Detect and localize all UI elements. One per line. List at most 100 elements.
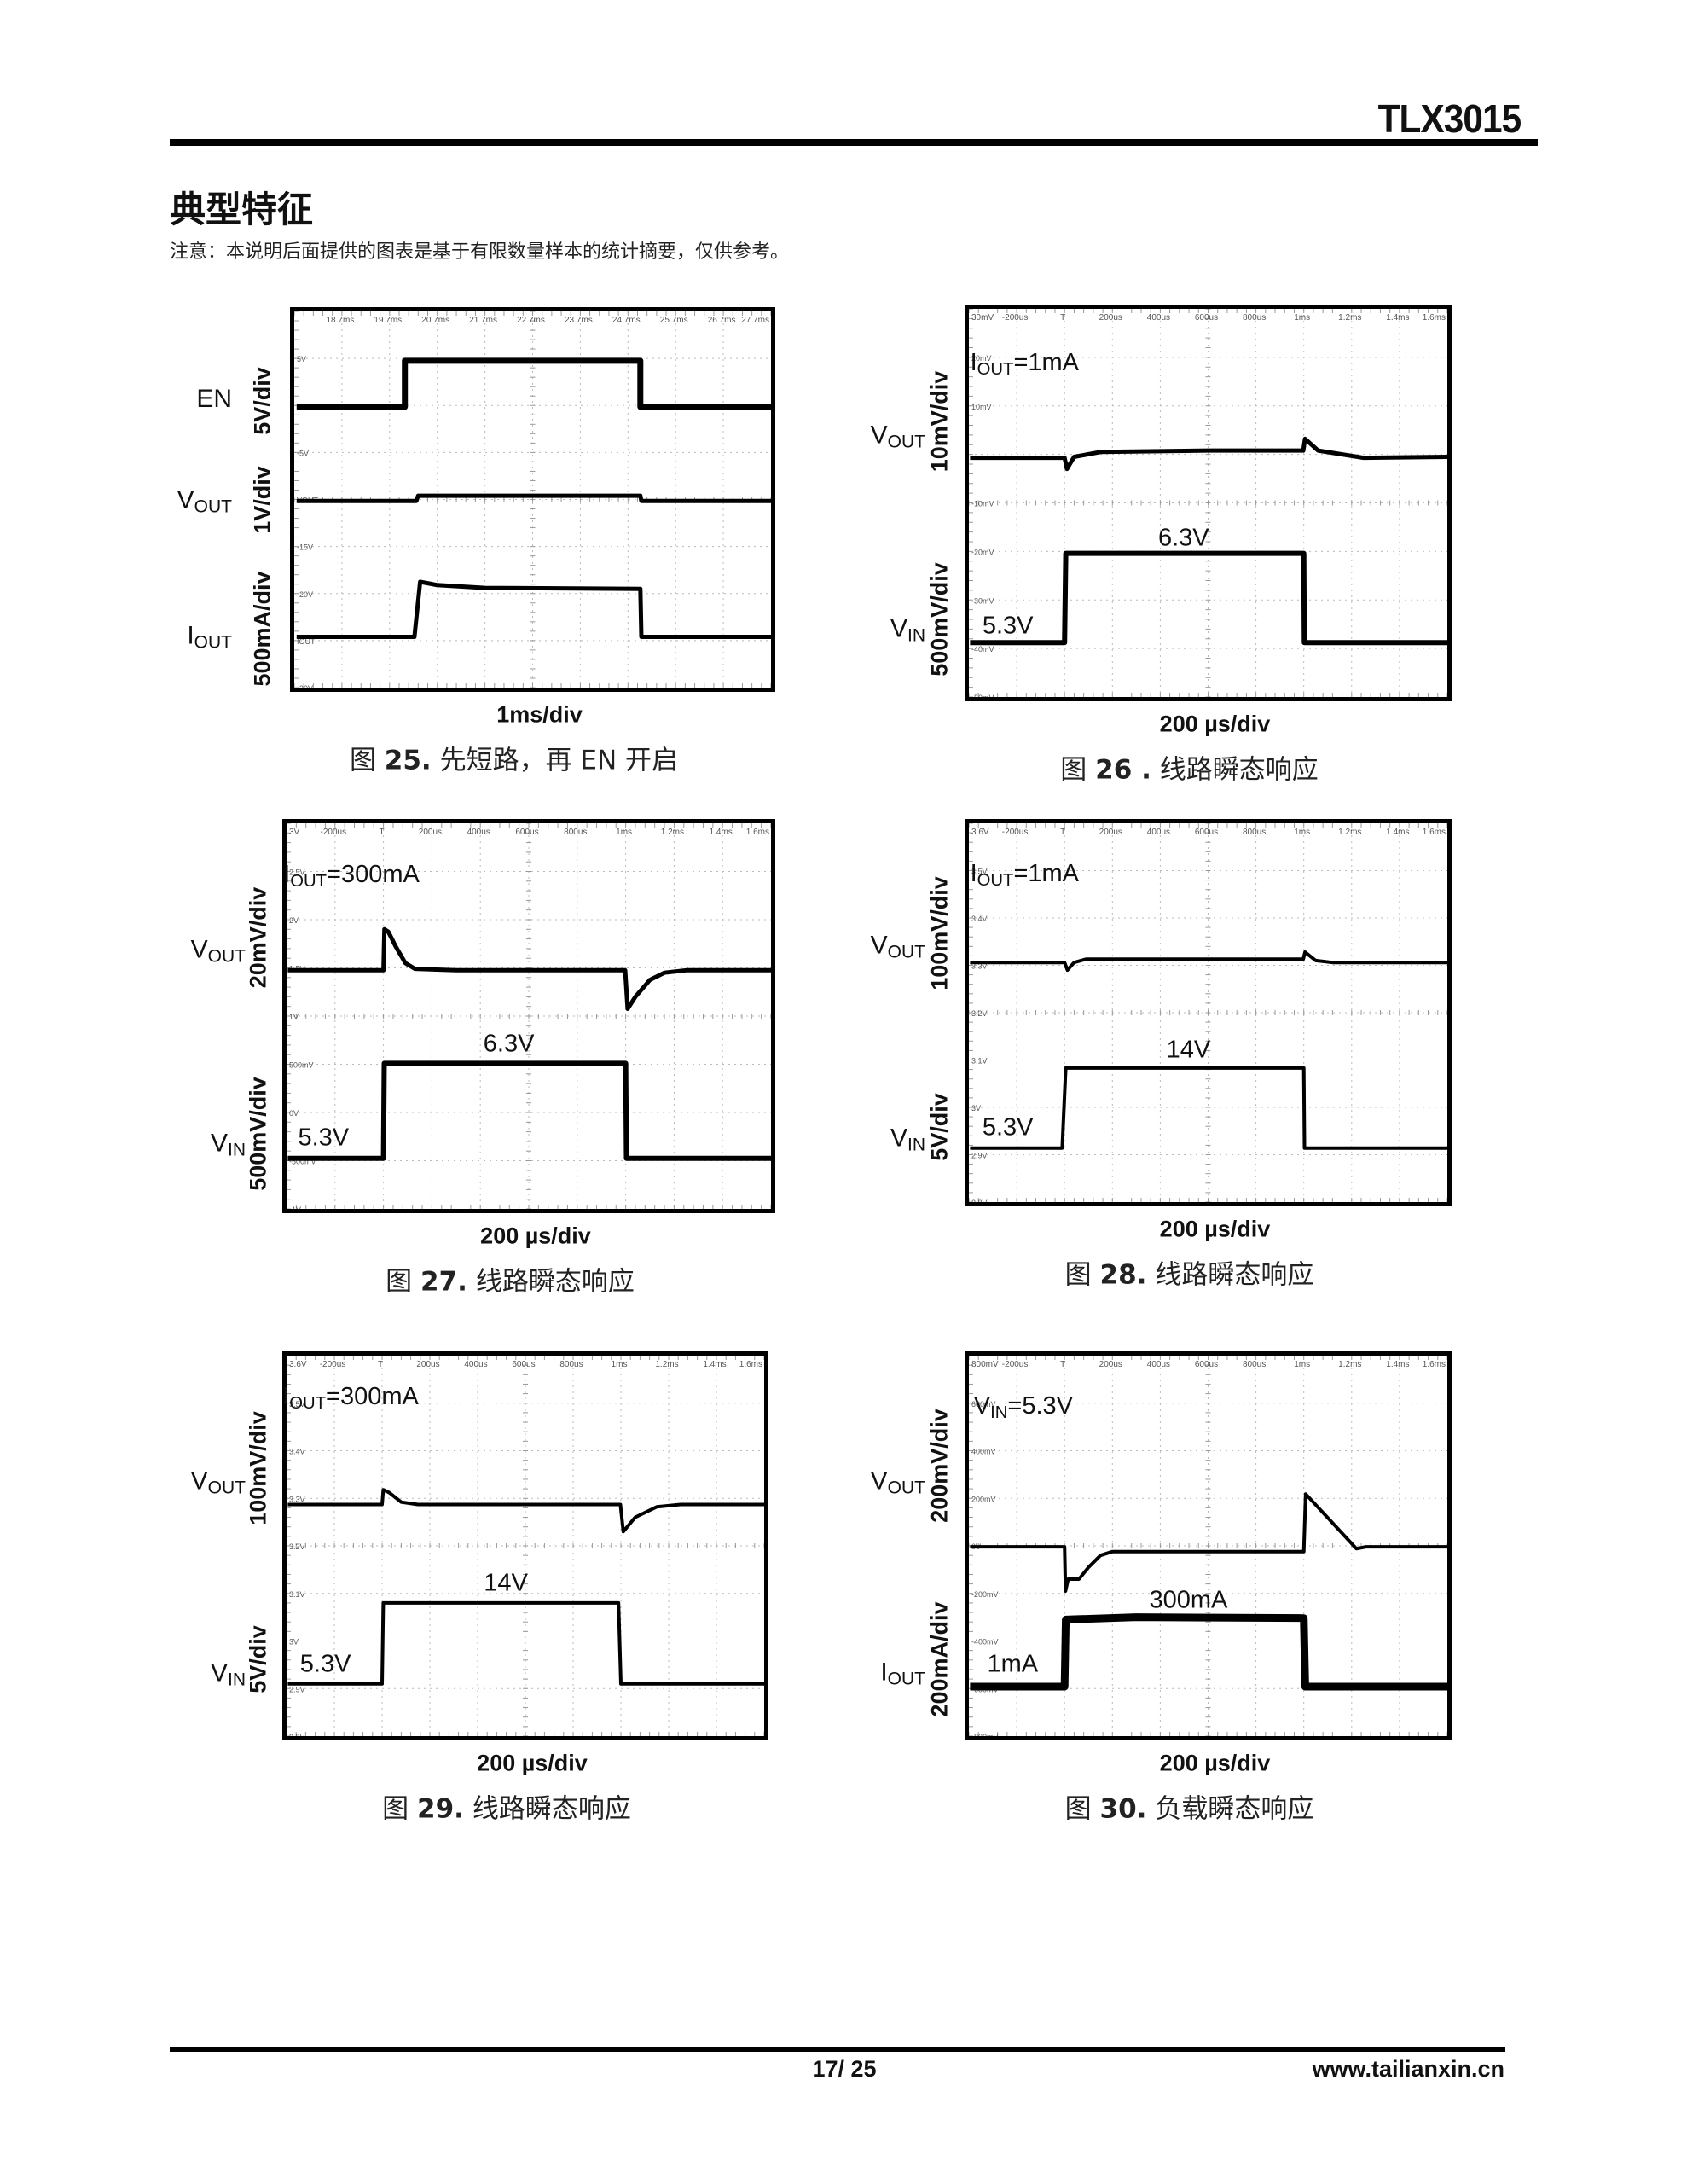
x-tick-label: 1.6ms (739, 1360, 762, 1369)
x-tick-label: 400us (464, 1360, 487, 1369)
footer-website: www.tailianxin.cn (1312, 2056, 1504, 2082)
x-tick-label: 400us (1147, 313, 1170, 322)
x-tick-label: 200us (419, 828, 442, 837)
x-tick-label: 200us (1099, 1360, 1122, 1369)
x-tick-label: 26.7ms (708, 316, 736, 325)
channel-name-subscript: OUT (194, 497, 232, 517)
annotation-subscript: OUT (290, 871, 328, 891)
y-tick-label: 2.8V (289, 1733, 305, 1736)
section-note: 注意：本说明后面提供的图表是基于有限数量样本的统计摘要，仅供参考。 (170, 241, 790, 263)
y-tick-label: 2.5V (289, 868, 305, 877)
x-tick-label: 600us (1195, 313, 1218, 322)
channel-name: VOUT (871, 1467, 925, 1498)
annotation-value: =300mA (327, 860, 420, 888)
x-tick-label: 1.6ms (1423, 313, 1446, 322)
y-tick-label: 2.9V (971, 1152, 988, 1160)
annotation-value: =1mA (1013, 859, 1080, 887)
channel-name-main: V (890, 614, 907, 643)
channel-name-main: V (190, 1467, 208, 1496)
y-tick-label: 3.1V (971, 1057, 988, 1066)
channel-name: VOUT (177, 485, 232, 517)
trace-annotation: 5.3V (983, 1114, 1034, 1142)
caption-text: 线路瞬态响应 (467, 1266, 635, 1298)
x-tick-label: 30mV (971, 313, 994, 322)
x-tick-label: T (1060, 313, 1065, 322)
y-tick-label: 3.4V (971, 915, 988, 923)
channel-scale-label: 500mA/div (249, 571, 275, 687)
x-tick-label: 20.7ms (421, 316, 449, 325)
section-title: 典型特征 (170, 189, 314, 230)
channel-name-main: V (890, 1124, 907, 1153)
x-tick-label: 600us (1195, 1360, 1218, 1369)
y-tick-label: -20mV (971, 548, 994, 556)
caption-number: 28. (1099, 1259, 1147, 1291)
y-tick-label: 3.3V (971, 962, 988, 971)
annotation-subscript: OUT (289, 1393, 327, 1413)
x-tick-label: 1.4ms (710, 828, 733, 837)
channel-name-main: I (880, 1658, 888, 1687)
channel-scale-label: 200mA/div (926, 1601, 953, 1717)
y-tick-label: 200mV (971, 1495, 996, 1503)
page-number: 17/ 25 (812, 2056, 877, 2082)
caption-prefix: 图 (1064, 1259, 1100, 1291)
annotation-main: I (283, 860, 291, 888)
channel-scale-label: 500mV/div (926, 562, 953, 677)
channel-name-subscript: OUT (887, 942, 925, 962)
channel-name-subscript: OUT (207, 946, 246, 967)
x-tick-label: 22.7ms (517, 316, 545, 325)
y-tick-label: 20mV (971, 354, 992, 363)
caption-prefix: 图 (382, 1793, 418, 1825)
channel-name-subscript: OUT (887, 432, 925, 452)
channel-name-main: V (870, 421, 888, 450)
y-tick-label: -400mV (971, 1638, 999, 1647)
trace-annotation: 14V (484, 1570, 528, 1598)
x-tick-label: 800us (1243, 313, 1266, 322)
x-axis-label: 200 µs/div (480, 1223, 591, 1249)
channel-name-subscript: IN (907, 1135, 925, 1155)
trace-vout (296, 493, 771, 503)
annotation-value: =5.3V (1007, 1391, 1073, 1420)
annotation-main: 5.3V (298, 1124, 350, 1152)
x-tick-label: 1.6ms (1423, 828, 1446, 837)
channel-name-main: I (187, 621, 194, 650)
y-tick-label: -30mV (971, 596, 994, 605)
y-tick-label: 5V (297, 355, 306, 363)
y-tick-label: 600mV (971, 1400, 996, 1409)
x-tick-label: 800us (1243, 1360, 1266, 1369)
footer-rule (170, 2048, 1505, 2052)
trace-annotation: IOUT=1mA (971, 349, 1079, 380)
caption-prefix: 图 (1064, 1793, 1100, 1825)
x-tick-label: -200us (321, 828, 347, 837)
figure-caption: 图 30. 负载瞬态响应 (1065, 1787, 1314, 1826)
y-tick-label: -30V (297, 684, 313, 688)
y-tick-label: 3V (971, 1104, 981, 1112)
y-tick-label: -40mV (971, 645, 994, 653)
x-tick-label: -200us (1002, 313, 1029, 322)
channel-name-subscript: OUT (887, 1669, 925, 1689)
x-tick-label: 3.6V (289, 1360, 307, 1369)
x-tick-label: T (380, 828, 385, 837)
x-tick-label: 1ms (1294, 828, 1310, 837)
channel-name: VOUT (871, 931, 925, 962)
x-tick-label: 27.7ms (741, 316, 769, 325)
channel-name-main: V (210, 1129, 228, 1158)
channel-name: IOUT (880, 1658, 925, 1689)
trace-vout (970, 950, 1447, 973)
figure-caption: 图 28. 线路瞬态响应 (1065, 1253, 1314, 1292)
x-tick-label: 1ms (616, 828, 632, 837)
caption-number: 27. (420, 1266, 467, 1298)
y-tick-label: 2.9V (289, 1685, 305, 1693)
caption-text: 线路瞬态响应 (1146, 1259, 1314, 1291)
trace-annotation: VIN=5.3V (974, 1392, 1073, 1423)
header-rule (170, 139, 1538, 146)
x-tick-label: -200us (320, 1360, 346, 1369)
caption-number: 26 . (1095, 754, 1151, 786)
trace-annotation: 5.3V (298, 1124, 349, 1153)
x-tick-label: 400us (1147, 1360, 1170, 1369)
annotation-subscript: IN (990, 1403, 1008, 1422)
x-tick-label: -200us (1002, 828, 1029, 837)
